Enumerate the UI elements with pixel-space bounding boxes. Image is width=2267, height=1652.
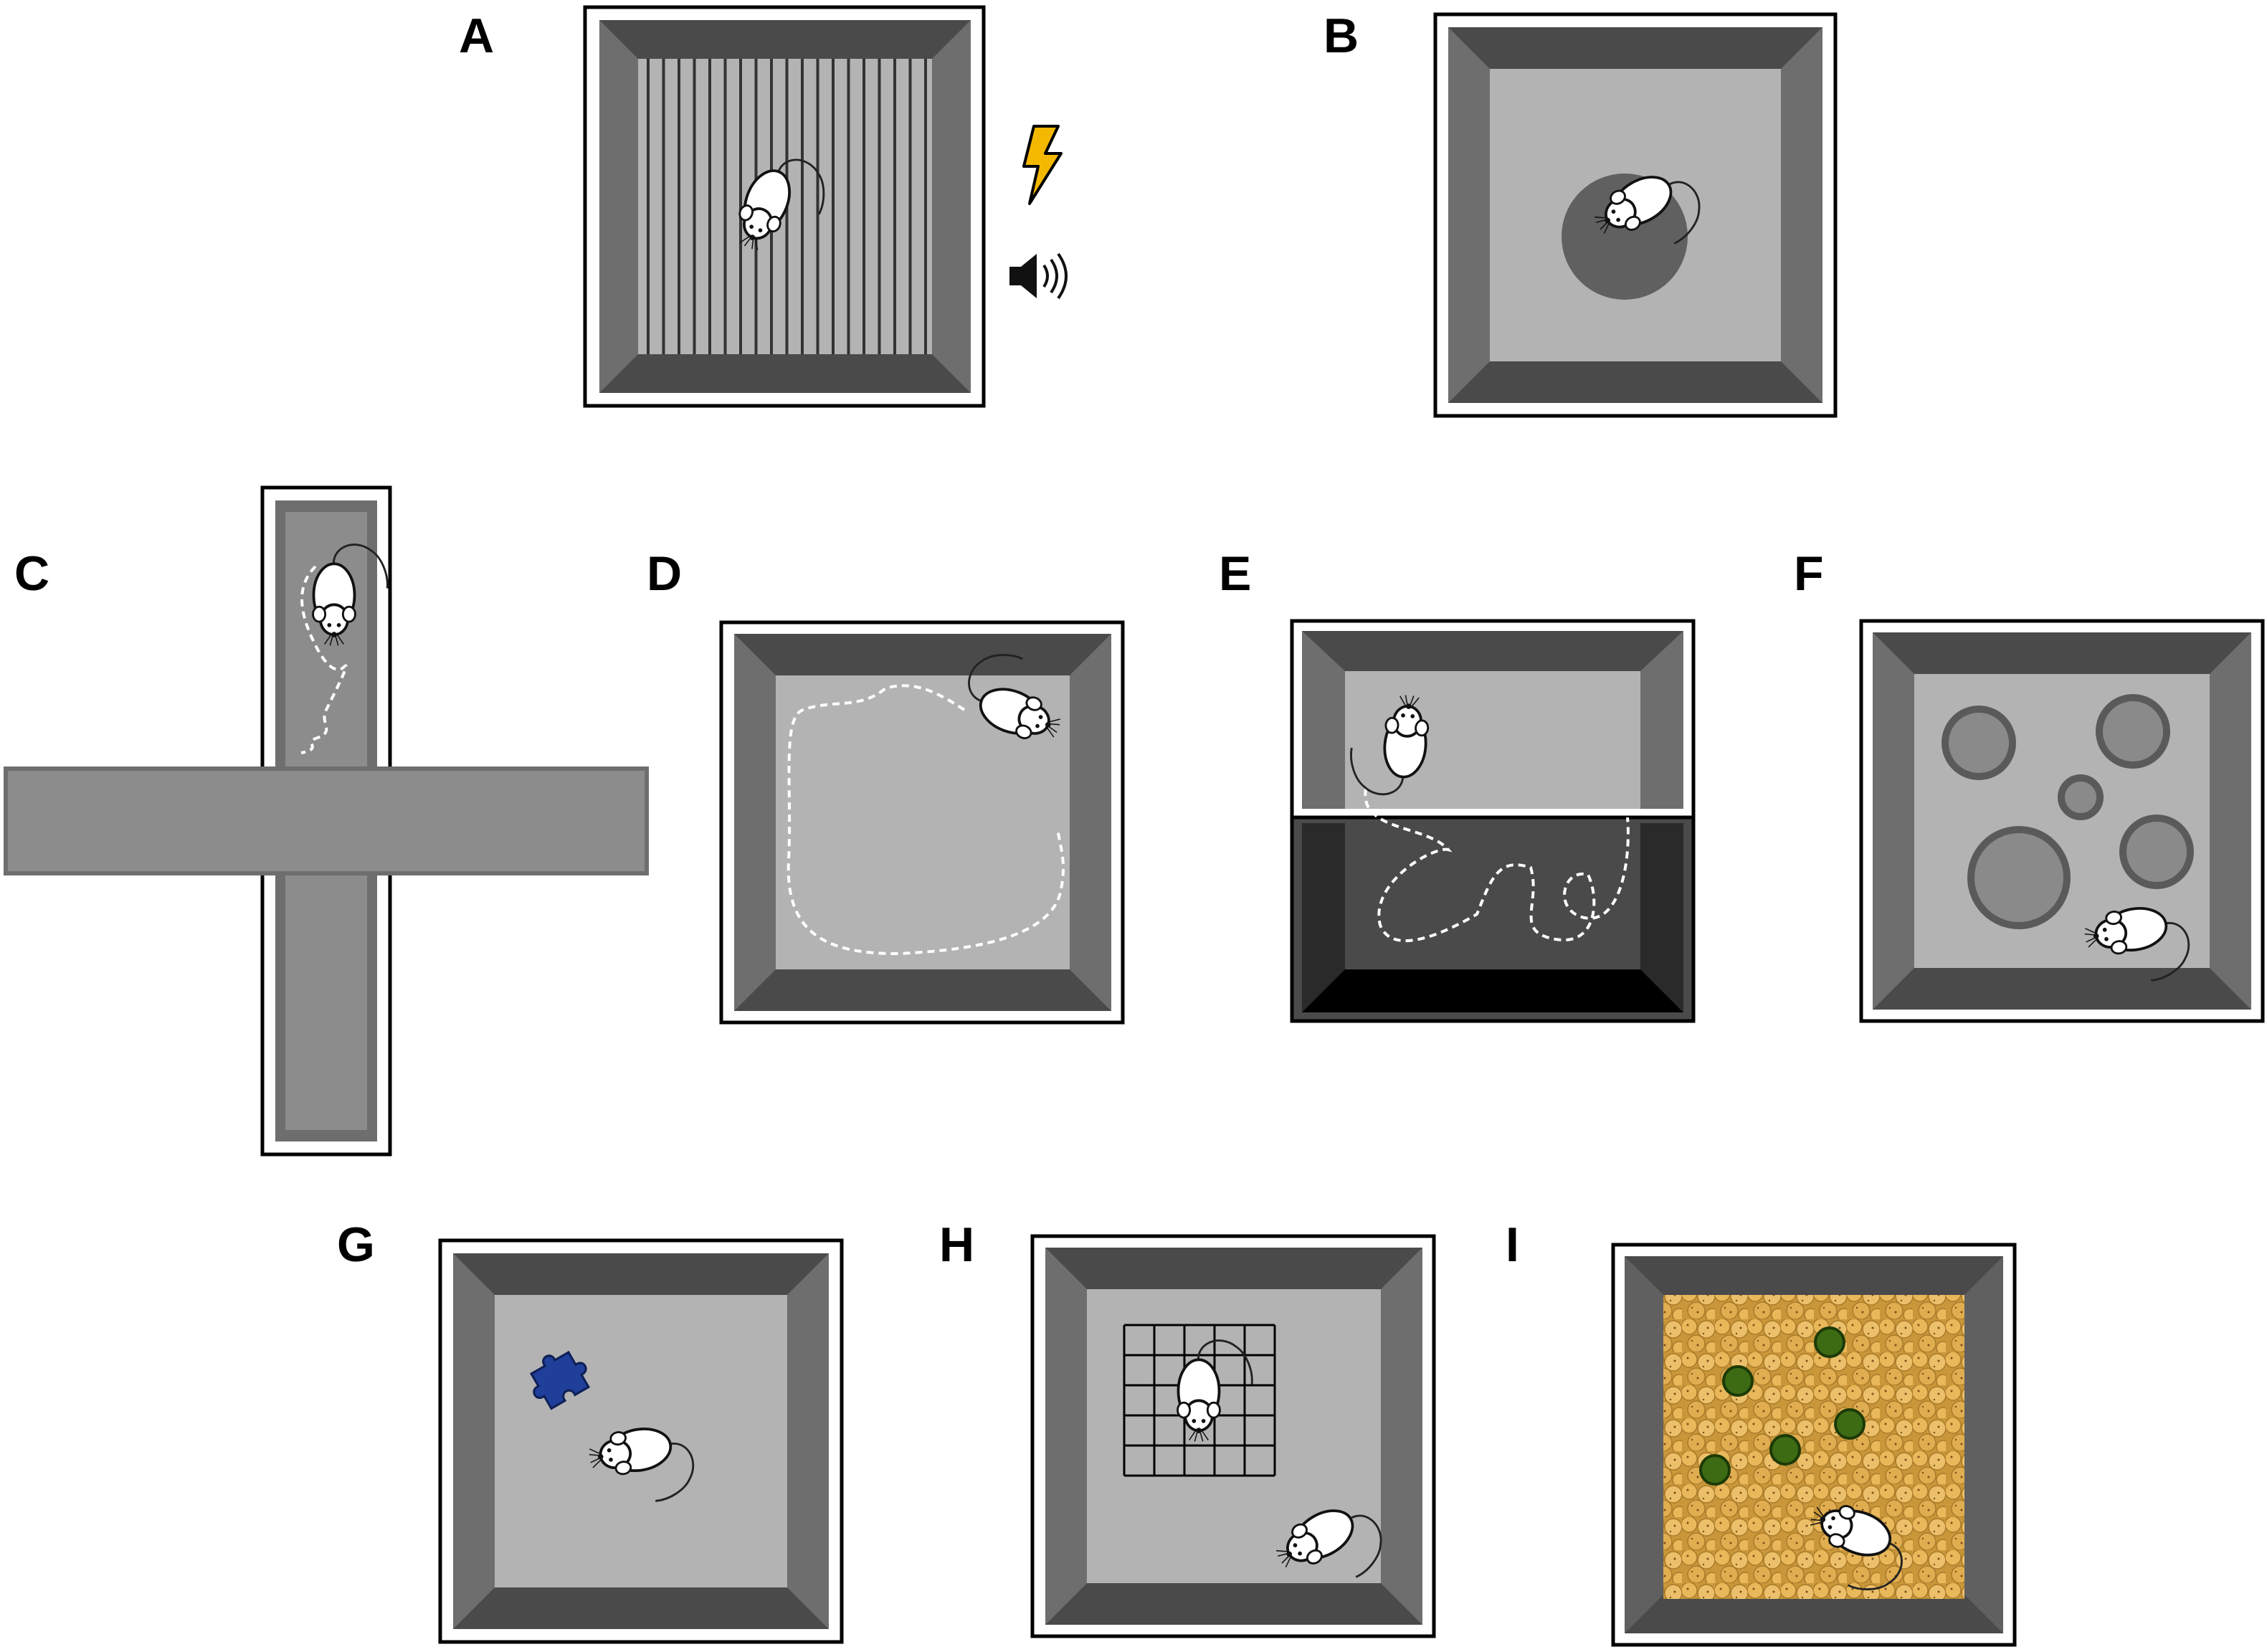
panel-label-d: D [647,546,683,601]
panel-label-c: C [14,546,50,601]
panel-c-plus-maze [4,485,649,1157]
shock-grid-bars [647,59,927,354]
panel-label-g: G [337,1217,375,1272]
panel-label-f: F [1794,546,1824,601]
panel-i-marble-burying [1611,1243,2017,1647]
panel-a-fear-conditioning [583,5,1068,408]
panel-h-grid-arena [1030,1234,1436,1638]
holes [1942,694,2194,929]
puzzle-piece-icon [529,1350,591,1410]
speaker-icon [1009,252,1068,300]
panel-label-h: H [939,1217,975,1272]
panel-g-novel-object [438,1238,844,1644]
panel-d-open-field [719,620,1125,1025]
panel-label-b: B [1323,9,1359,63]
bedding [1663,1295,1964,1599]
panel-e-light-dark-box [1290,619,1696,1023]
marbles [1699,1326,1866,1486]
panel-b-arena [1433,12,1838,418]
panel-label-i: I [1506,1217,1519,1272]
panel-label-a: A [459,9,495,63]
lightning-bolt-icon [1022,125,1063,205]
panel-f-hole-board [1859,619,2265,1023]
panel-label-e: E [1219,546,1252,601]
